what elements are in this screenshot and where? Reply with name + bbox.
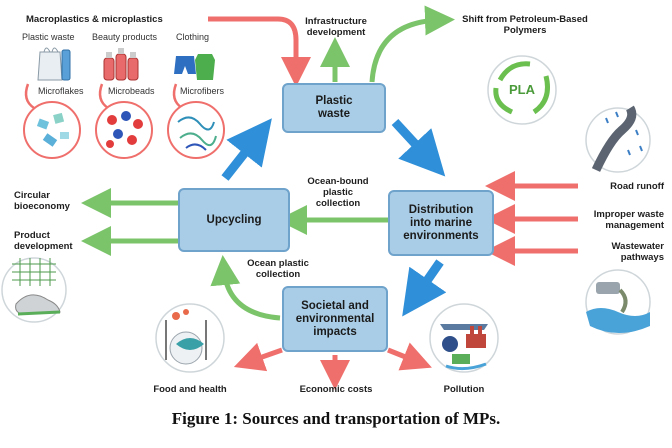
- arrow-plastic-waste-to-microflakes: [24, 83, 35, 110]
- microflakes-circle: [23, 101, 81, 159]
- arrow-to-pollution: [387, 342, 432, 371]
- microfibers-label: Microfibers: [180, 86, 225, 96]
- ocean-plastic-label: Ocean plastic collection: [247, 258, 309, 280]
- plastic-bag-icon: [37, 47, 71, 81]
- infrastructure-label: Infrastructure development: [305, 16, 367, 38]
- microfibers-circle: [167, 101, 225, 159]
- road-runoff-label: Road runoff: [610, 181, 664, 192]
- pollution-label: Pollution: [443, 384, 485, 395]
- sources-title: Macroplastics & microplastics: [26, 14, 163, 25]
- plastic-waste-source-label: Plastic waste: [22, 32, 75, 42]
- road-runoff-icon: [585, 105, 651, 173]
- economic-costs-label: Economic costs: [299, 384, 373, 395]
- arrow-beauty-to-microbeads: [98, 83, 109, 110]
- beauty-products-icon: [103, 48, 139, 81]
- arrow-distribution-to-societal: [402, 259, 447, 317]
- pla-recycle-icon: [487, 55, 557, 125]
- wastewater-icon: [585, 269, 651, 335]
- wastewater-label: Wastewater pathways: [611, 241, 664, 263]
- distribution-box: Distribution into marine environments: [388, 190, 494, 256]
- petroleum-label: Shift from Petroleum-Based Polymers: [462, 14, 588, 36]
- food-health-label: Food and health: [153, 384, 227, 395]
- circular-bioeconomy-label: Circular bioeconomy: [14, 190, 70, 212]
- clothing-icon: [174, 54, 215, 80]
- pollution-icon: [429, 303, 499, 373]
- microbeads-circle: [95, 101, 153, 159]
- upcycling-box: Upcycling: [178, 188, 290, 252]
- beauty-products-label: Beauty products: [92, 32, 158, 42]
- product-development-icon: [1, 257, 67, 323]
- arrow-societal-to-upcycling: [210, 255, 281, 321]
- product-development-label: Product development: [14, 230, 73, 252]
- arrow-waste-to-distribution: [391, 118, 446, 177]
- arrow-sources-to-plastic-waste: [208, 16, 311, 87]
- improper-waste-label: Improper waste management: [593, 209, 664, 231]
- arrow-to-food: [233, 342, 283, 372]
- food-health-icon: [155, 303, 225, 373]
- microbeads-label: Microbeads: [108, 86, 155, 96]
- plastic-waste-box: Plastic waste: [282, 83, 386, 133]
- clothing-label: Clothing: [176, 32, 210, 42]
- pla-label: PLA: [509, 82, 535, 97]
- arrow-to-petroleum: [369, 5, 455, 83]
- ocean-bound-label: Ocean-bound plastic collection: [307, 176, 369, 209]
- societal-impacts-box: Societal and environmental impacts: [282, 286, 388, 352]
- arrow-upcycling-to-waste: [221, 118, 272, 181]
- figure-caption: Figure 1: Sources and transportation of …: [171, 409, 501, 428]
- microflakes-label: Microflakes: [38, 86, 84, 96]
